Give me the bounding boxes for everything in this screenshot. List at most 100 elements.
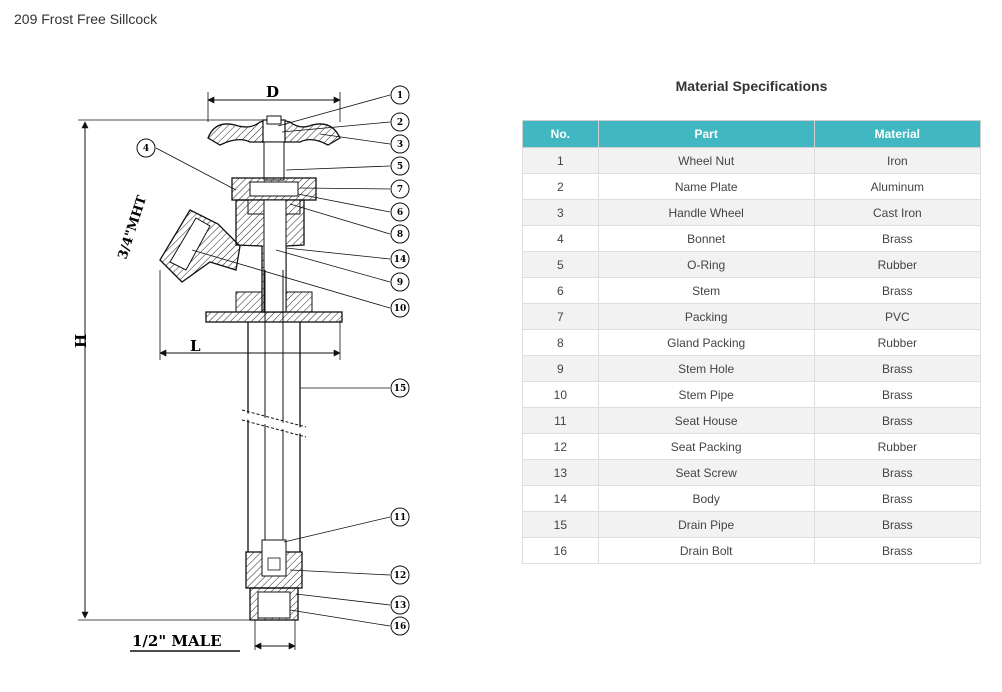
- callout-13: 13: [390, 595, 410, 615]
- cell-material: Brass: [813, 537, 982, 564]
- cell-material: Brass: [813, 277, 982, 304]
- cell-no: 15: [522, 511, 599, 538]
- svg-text:14: 14: [394, 255, 407, 265]
- callout-16: 16: [390, 616, 410, 636]
- cell-part: O-Ring: [597, 251, 815, 278]
- male-thread-label: 1/2" MALE: [132, 632, 222, 650]
- svg-text:15: 15: [394, 384, 407, 394]
- svg-text:16: 16: [394, 622, 407, 632]
- svg-text:1: 1: [397, 91, 403, 101]
- cell-material: Brass: [813, 511, 982, 538]
- cell-material: PVC: [813, 303, 982, 330]
- cell-no: 8: [522, 329, 599, 356]
- seat-house: [245, 539, 303, 650]
- dim-d-label: D: [266, 83, 279, 101]
- cell-material: Brass: [813, 225, 982, 252]
- cell-material: Aluminum: [813, 173, 982, 200]
- cell-no: 4: [522, 225, 599, 252]
- callout-5: 5: [390, 156, 410, 176]
- valve-body: [159, 199, 343, 323]
- callout-11: 11: [390, 507, 410, 527]
- header-material: Material: [813, 120, 982, 148]
- cell-no: 10: [522, 381, 599, 408]
- cell-part: Stem Pipe: [597, 381, 815, 408]
- svg-text:6: 6: [397, 208, 403, 218]
- drain-pipe: [241, 270, 307, 552]
- cell-material: Brass: [813, 381, 982, 408]
- callout-7: 7: [390, 179, 410, 199]
- cell-no: 16: [522, 537, 599, 564]
- cell-no: 11: [522, 407, 599, 434]
- cell-no: 12: [522, 433, 599, 460]
- cell-material: Brass: [813, 355, 982, 382]
- dim-h-label: H: [72, 334, 90, 348]
- cell-no: 6: [522, 277, 599, 304]
- svg-text:12: 12: [394, 571, 407, 581]
- header-no: No.: [522, 120, 599, 148]
- callout-2: 2: [390, 112, 410, 132]
- cell-material: Brass: [813, 407, 982, 434]
- callout-3: 3: [390, 134, 410, 154]
- cell-no: 7: [522, 303, 599, 330]
- cell-part: Wheel Nut: [597, 147, 815, 174]
- cell-material: Cast Iron: [813, 199, 982, 226]
- callout-15: 15: [390, 378, 410, 398]
- svg-text:5: 5: [397, 162, 403, 172]
- svg-text:3: 3: [397, 140, 403, 150]
- callout-9: 9: [390, 272, 410, 292]
- callout-6: 6: [390, 202, 410, 222]
- cell-part: Handle Wheel: [597, 199, 815, 226]
- cell-material: Brass: [813, 459, 982, 486]
- spec-title: Material Specifications: [675, 78, 828, 94]
- cell-part: Stem: [597, 277, 815, 304]
- callout-group: 1 2 3 4 5 7 6 8 14 9 10 15 11 12 13 16: [136, 85, 410, 636]
- cell-part: Bonnet: [597, 225, 815, 252]
- svg-text:7: 7: [397, 185, 403, 195]
- cell-no: 13: [522, 459, 599, 486]
- table-header-row: No. Part Material: [522, 120, 982, 148]
- cell-no: 9: [522, 355, 599, 382]
- cell-material: Rubber: [813, 329, 982, 356]
- callout-1: 1: [390, 85, 410, 105]
- cell-part: Stem Hole: [597, 355, 815, 382]
- cell-no: 3: [522, 199, 599, 226]
- cell-material: Rubber: [813, 433, 982, 460]
- callout-14: 14: [390, 249, 410, 269]
- cell-no: 1: [522, 147, 599, 174]
- dim-l-label: L: [190, 337, 201, 355]
- cell-part: Packing: [597, 303, 815, 330]
- callout-12: 12: [390, 565, 410, 585]
- svg-text:8: 8: [397, 230, 403, 240]
- cell-part: Seat Screw: [597, 459, 815, 486]
- page-title: 209 Frost Free Sillcock: [14, 11, 158, 27]
- cell-no: 14: [522, 485, 599, 512]
- cell-no: 5: [522, 251, 599, 278]
- svg-text:4: 4: [143, 144, 149, 154]
- cell-part: Name Plate: [597, 173, 815, 200]
- cell-part: Body: [597, 485, 815, 512]
- svg-text:9: 9: [397, 278, 403, 288]
- cell-part: Seat Packing: [597, 433, 815, 460]
- callout-8: 8: [390, 224, 410, 244]
- cell-part: Drain Bolt: [597, 537, 815, 564]
- callout-10: 10: [390, 298, 410, 318]
- cell-part: Gland Packing: [597, 329, 815, 356]
- cell-part: Drain Pipe: [597, 511, 815, 538]
- sillcock-diagram: D H L 3/4"MHT: [72, 83, 410, 652]
- cell-material: Rubber: [813, 251, 982, 278]
